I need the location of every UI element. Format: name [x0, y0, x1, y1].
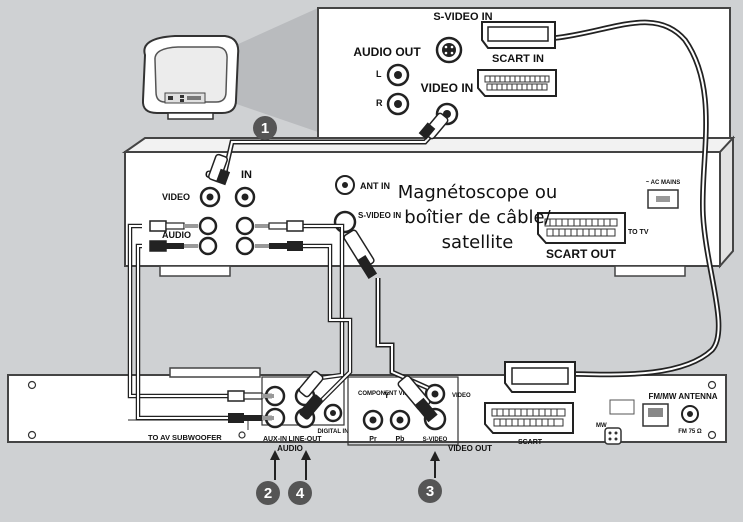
fm-75-label: FM 75 Ω	[678, 429, 702, 435]
plug-vcr-line-l	[255, 220, 304, 232]
tv-icon	[141, 35, 240, 120]
mw-label: MW	[596, 423, 607, 429]
plug-line-out-l	[298, 370, 324, 398]
scart-plug-tv	[481, 21, 556, 49]
step-badge-3: 3	[418, 479, 442, 503]
tv-scart-in-label: SCART IN	[492, 53, 544, 65]
vcr-svideo-in-jack	[333, 210, 357, 234]
arrow-svideo	[430, 451, 440, 478]
video-out-label: VIDEO OUT	[448, 444, 492, 453]
plug-svideo-player	[397, 375, 438, 423]
svg-text:3: 3	[426, 483, 434, 500]
vcr-description-line-3: satellite	[441, 232, 514, 253]
plug-vcr-audio-r	[149, 240, 198, 252]
line-out-label: LINE-OUT	[288, 436, 322, 443]
plug-aux-in-r	[228, 413, 274, 423]
zoom-wedge	[225, 8, 318, 132]
plug-svideo-vcr	[343, 229, 378, 279]
plug-video-tv	[418, 112, 449, 140]
svg-text:1: 1	[261, 120, 269, 137]
vcr-in-label: IN	[241, 169, 252, 181]
arrow-aux-in	[270, 450, 280, 480]
component-video-label: COMPONENT VIDEO	[358, 391, 418, 397]
scart-plug-player	[504, 361, 576, 393]
vcr-ant-in-label: ANT IN	[360, 181, 390, 191]
audio-group-label: AUDIO	[277, 444, 303, 453]
vcr-video-label: VIDEO	[162, 192, 190, 202]
dvd-player-panel: TO AV SUBWOOFER AUX-IN LINE-OUT DIGITAL …	[7, 367, 727, 453]
step-badge-4: 4	[288, 481, 312, 505]
player-video-label: VIDEO	[452, 393, 471, 399]
vcr-to-tv-label: TO TV	[628, 229, 649, 236]
svg-text:2: 2	[264, 485, 272, 502]
y-label: Y	[384, 391, 390, 400]
pr-label: Pr	[369, 436, 377, 443]
vcr-scart-out-label: SCART OUT	[546, 247, 617, 261]
vcr-ac-mains-label: ~ AC MAINS	[646, 180, 681, 186]
plug-aux-in-l	[227, 390, 274, 402]
vcr-description-line-1: Magnétoscope ou	[397, 182, 558, 203]
step-badge-2: 2	[256, 481, 280, 505]
aux-in-label: AUX-IN	[263, 436, 287, 443]
vcr-description-line-2: boîtier de câble/	[404, 207, 551, 228]
pb-label: Pb	[396, 436, 405, 443]
tv-svideo-in-label: S-VIDEO IN	[433, 11, 492, 23]
tv-scart-in-port	[477, 69, 557, 97]
player-scart-label: SCART	[518, 439, 543, 446]
tv-l-label: L	[376, 69, 382, 79]
to-av-subwoofer-label: TO AV SUBWOOFER	[148, 433, 222, 442]
audio-cable-line-out	[292, 223, 353, 407]
arrow-line-out	[301, 450, 311, 480]
vcr-audio-label: AUDIO	[162, 230, 191, 240]
plug-vcr-audio-l	[149, 220, 198, 232]
vcr-svideo-in-label: S-VIDEO IN	[358, 211, 401, 220]
tv-r-label: R	[376, 98, 383, 108]
svg-text:4: 4	[296, 485, 305, 502]
tv-video-in-label: VIDEO IN	[421, 81, 474, 95]
plug-video-vcr	[208, 153, 231, 186]
player-scart-port	[484, 402, 574, 434]
plug-vcr-line-r	[255, 241, 303, 251]
fm-mw-antenna-label: FM/MW ANTENNA	[648, 392, 717, 401]
scart-cable	[554, 19, 722, 378]
tv-audio-out-label: AUDIO OUT	[353, 45, 421, 59]
plug-line-out-r	[299, 394, 323, 420]
power-socket	[604, 427, 622, 445]
vcr-description: Magnétoscope ou boîtier de câble/ satell…	[390, 180, 565, 255]
digital-in-label: DIGITAL IN	[317, 429, 348, 435]
audio-cable-aux-in	[127, 223, 272, 421]
player-svideo-label: S-VIDEO	[423, 437, 448, 443]
step-badge-1: 1	[253, 116, 277, 140]
